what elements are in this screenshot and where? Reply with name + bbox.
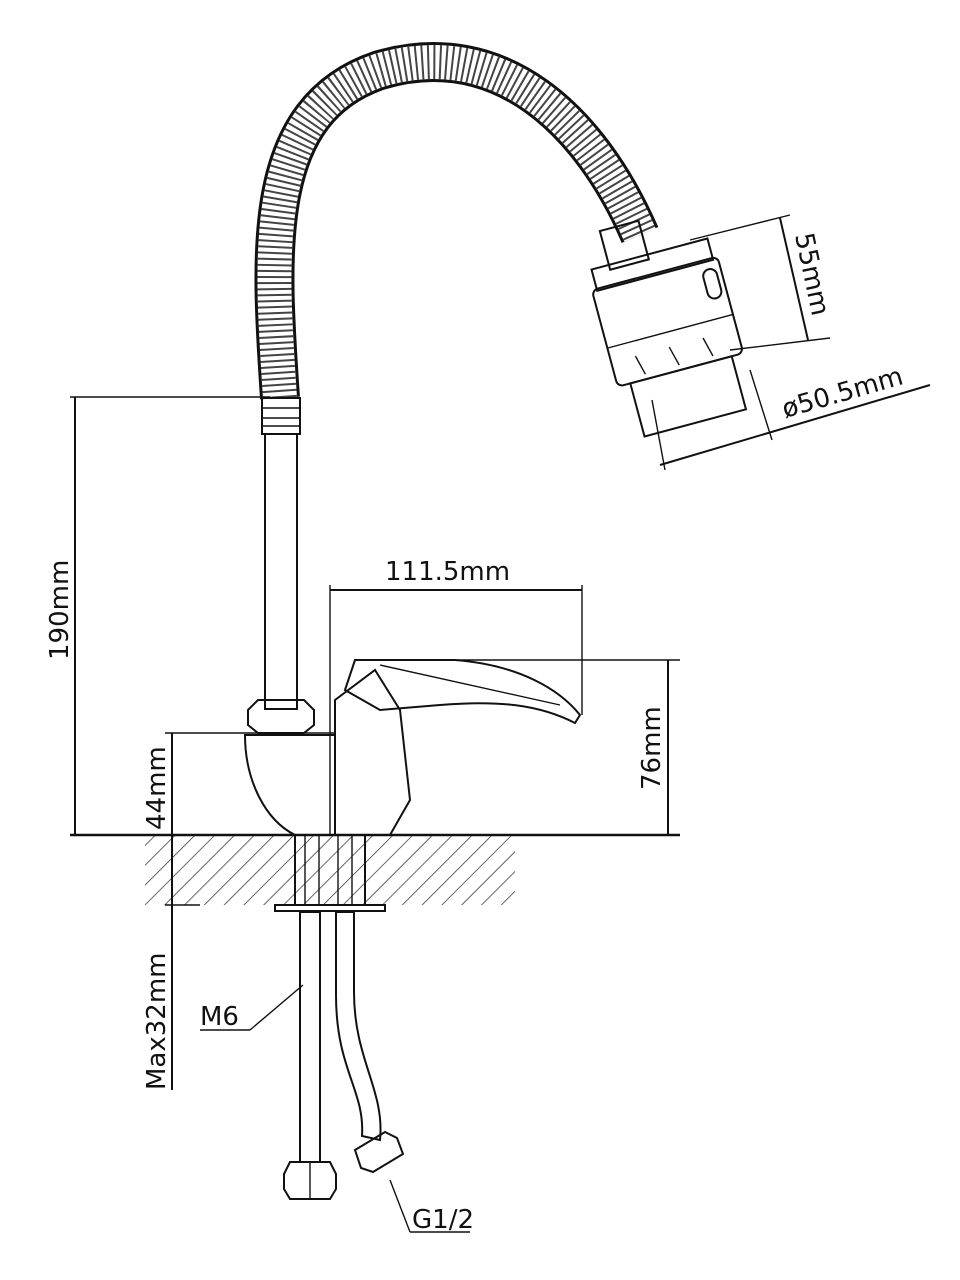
dimension-spray-height: 55mm xyxy=(689,214,835,351)
callout-m6: M6 xyxy=(200,984,304,1032)
faucet-body xyxy=(243,734,336,836)
callout-g12: G1/2 xyxy=(389,1179,474,1235)
label-190mm: 190mm xyxy=(45,560,75,660)
flexible-spout xyxy=(254,42,659,400)
label-44mm: 44mm xyxy=(142,746,172,830)
dimension-lever-height: 76mm xyxy=(360,659,680,835)
countertop-hatch xyxy=(145,835,515,905)
label-m6: M6 xyxy=(200,1002,239,1032)
label-76mm: 76mm xyxy=(637,706,667,790)
label-111-5mm: 111.5mm xyxy=(385,557,510,587)
label-g1-2: G1/2 xyxy=(412,1205,474,1235)
spout-tube xyxy=(247,397,315,734)
supply-hoses xyxy=(283,911,405,1200)
cartridge-housing xyxy=(334,668,412,836)
label-diameter: ø50.5mm xyxy=(779,362,907,425)
hose-nut-right xyxy=(353,1130,405,1174)
mounting-assembly xyxy=(274,834,386,912)
label-max32mm: Max32mm xyxy=(142,953,172,1091)
dimension-spout-height: 190mm xyxy=(45,396,270,835)
lever-handle xyxy=(343,659,582,725)
hose-nut-left xyxy=(283,1161,337,1200)
dimension-body-height: 44mm Max32mm xyxy=(142,732,335,1091)
dimension-spray-diameter: ø50.5mm xyxy=(651,362,931,471)
dimension-lever-reach: 111.5mm xyxy=(329,557,583,835)
spray-head xyxy=(590,219,748,438)
label-55mm: 55mm xyxy=(788,230,835,318)
